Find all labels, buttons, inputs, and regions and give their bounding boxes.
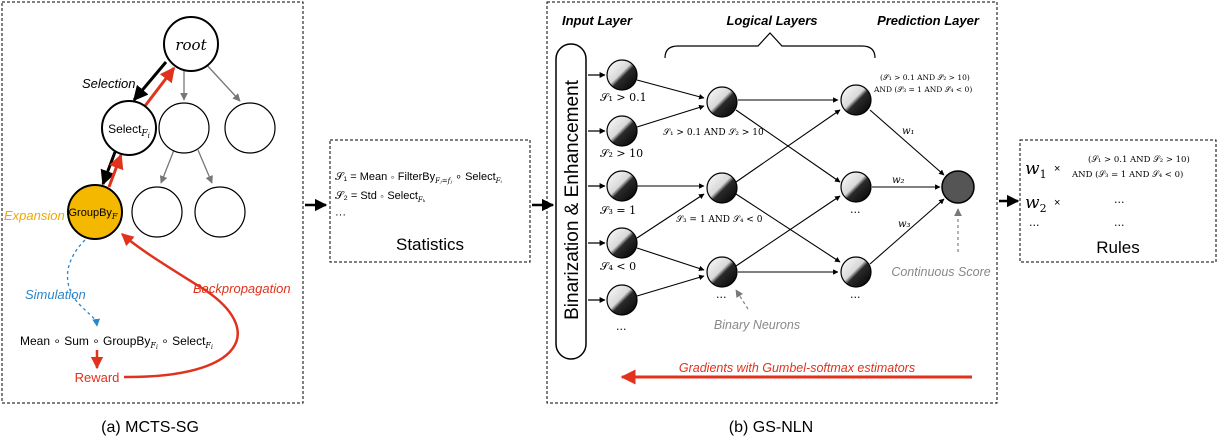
input-neuron-1 bbox=[606, 59, 638, 91]
backprop-edge-arrow-1 bbox=[143, 66, 176, 107]
caption-a: (a) MCTS-SG bbox=[101, 419, 199, 436]
simulation-label: Simulation bbox=[25, 287, 86, 302]
statistics-title: Statistics bbox=[396, 235, 464, 254]
tree-node-5 bbox=[194, 186, 246, 238]
logical-layers-brace bbox=[664, 32, 876, 59]
rule-times-2: × bbox=[1054, 197, 1060, 209]
hidden2-dots-1: ··· bbox=[850, 206, 861, 219]
weight-label-2: w₂ bbox=[892, 175, 905, 186]
tree-node-4 bbox=[131, 186, 183, 238]
tree-node-3 bbox=[224, 102, 276, 154]
rules-title: Rules bbox=[1096, 238, 1139, 257]
hidden1-neuron-1 bbox=[706, 86, 738, 118]
rules-frame bbox=[1019, 139, 1217, 263]
statistics-frame bbox=[329, 139, 531, 263]
connections-input-hidden1 bbox=[636, 79, 705, 297]
tree-node-2 bbox=[158, 102, 210, 154]
hidden2-neuron-1 bbox=[840, 84, 872, 116]
panel-b-frame bbox=[546, 1, 998, 404]
input-label-2: 𝒮₂ > 10 bbox=[600, 147, 643, 160]
hidden1-neuron-3 bbox=[706, 256, 738, 288]
backpropagation-label: Backpropagation bbox=[193, 281, 291, 296]
select-node bbox=[101, 100, 157, 156]
backprop-edge-arrow-2 bbox=[107, 153, 124, 188]
hidden2-top-line1: (𝒮₁ > 0.1 AND 𝒮₂ > 10) bbox=[880, 73, 970, 82]
reward-label: Reward bbox=[75, 370, 120, 385]
continuous-score-label: Continuous Score bbox=[891, 265, 990, 279]
edge-child2-child4 bbox=[159, 149, 175, 184]
binary-neurons-label: Binary Neurons bbox=[714, 318, 800, 332]
selection-label: Selection bbox=[82, 76, 135, 91]
stats-line-1: 𝒮₁ = Mean ∘ FilterByFⱼ=fⱼ ∘ SelectFᵢ bbox=[335, 171, 503, 185]
hidden1-label-2: 𝒮₃ = 1 AND 𝒮₄ < 0 bbox=[676, 215, 763, 225]
prediction-layer-label: Prediction Layer bbox=[877, 13, 980, 28]
edge-root-child3 bbox=[203, 61, 241, 102]
hidden1-neuron-2 bbox=[706, 172, 738, 204]
stats-line-3: ··· bbox=[335, 209, 346, 221]
groupby-node bbox=[67, 184, 123, 240]
input-label-5: ··· bbox=[616, 323, 627, 336]
selection-arrow-1 bbox=[132, 61, 168, 102]
rule-line-1: (𝒮₁ > 0.1 AND 𝒮₂ > 10) bbox=[1088, 154, 1190, 165]
rule-dots-2: ··· bbox=[1029, 219, 1040, 232]
weight-label-1: w₁ bbox=[902, 126, 915, 137]
input-neuron-3 bbox=[606, 170, 638, 202]
input-label-1: 𝒮₁ > 0.1 bbox=[600, 91, 647, 104]
rule-line-2: AND (𝒮₃ = 1 AND 𝒮₄ < 0) bbox=[1071, 169, 1183, 180]
rule-dots-3: ··· bbox=[1114, 219, 1125, 232]
hidden2-dots-2: ··· bbox=[850, 291, 861, 304]
panel-a-frame bbox=[1, 1, 304, 404]
binarization-label: Binarization & Enhancement bbox=[562, 79, 583, 319]
rule-weight-1: w1 bbox=[1025, 159, 1047, 181]
gradients-label: Gradients with Gumbel-softmax estimators bbox=[679, 361, 915, 375]
groupby-node-label: GroupByF bbox=[69, 207, 118, 221]
binary-neurons-arrow bbox=[735, 289, 749, 310]
expansion-label: Expansion bbox=[4, 208, 65, 223]
hidden2-neuron-3 bbox=[840, 256, 872, 288]
simulation-curve bbox=[66, 239, 100, 327]
logical-layers-label: Logical Layers bbox=[726, 13, 817, 28]
caption-b: (b) GS-NLN bbox=[729, 419, 813, 436]
hidden2-top-line2: AND (𝒮₃ = 1 AND 𝒮₄ < 0) bbox=[873, 85, 972, 94]
hidden1-label-1: 𝒮₁ > 0.1 AND 𝒮₂ > 10 bbox=[663, 128, 764, 138]
weight-label-3: w₃ bbox=[898, 219, 911, 230]
connections-hidden1-hidden2 bbox=[735, 97, 841, 275]
input-label-3: 𝒮₃ = 1 bbox=[600, 204, 636, 217]
backprop-curve bbox=[121, 233, 239, 379]
input-neuron-5 bbox=[606, 284, 638, 316]
connections-hidden2-output bbox=[869, 109, 945, 265]
stats-line-2: 𝒮₂ = Std ∘ SelectFₖ bbox=[335, 190, 426, 204]
input-layer-label: Input Layer bbox=[562, 13, 633, 28]
hidden1-label-3: ··· bbox=[716, 291, 727, 304]
output-neuron bbox=[941, 170, 975, 204]
binarization-box bbox=[555, 43, 587, 360]
pipeline-label: Mean ∘ Sum ∘ GroupByFi ∘ SelectFi bbox=[20, 334, 213, 351]
rule-weight-2: w2 bbox=[1025, 193, 1047, 215]
root-label: root bbox=[175, 36, 207, 54]
rule-times-1: × bbox=[1054, 163, 1060, 175]
rule-dots-1: ··· bbox=[1114, 196, 1125, 209]
input-label-4: 𝒮₄ < 0 bbox=[600, 260, 636, 273]
edge-child2-child5 bbox=[197, 149, 213, 184]
input-neuron-2 bbox=[606, 115, 638, 147]
root-node bbox=[163, 16, 219, 72]
input-neuron-4 bbox=[606, 227, 638, 259]
hidden2-neuron-2 bbox=[840, 171, 872, 203]
select-node-label: SelectFi bbox=[108, 122, 150, 140]
